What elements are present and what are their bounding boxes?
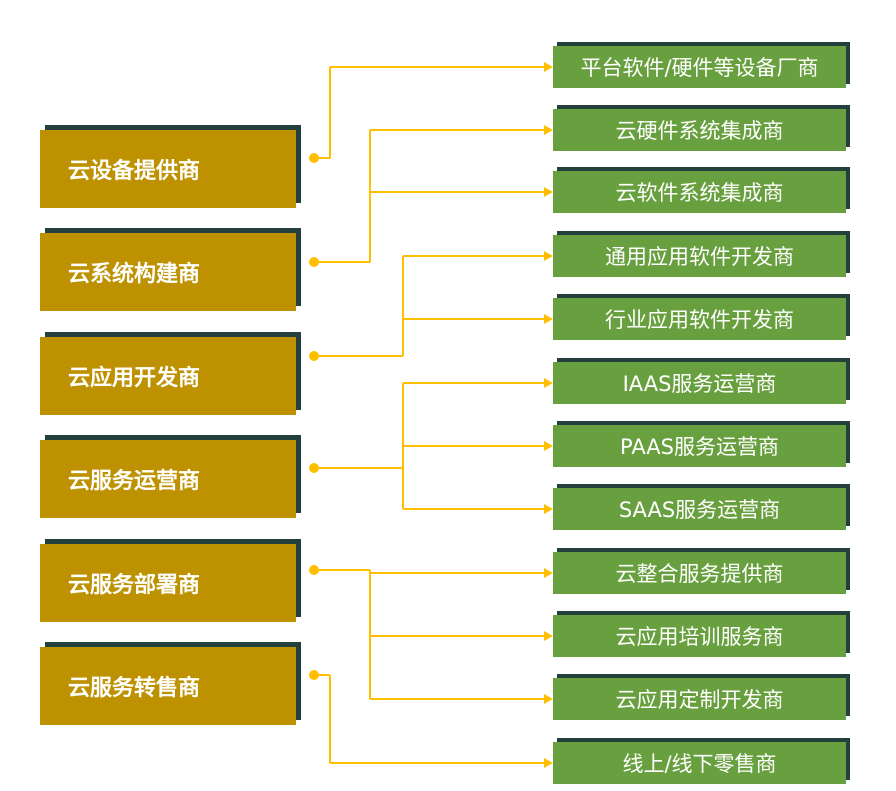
connector-dot-icon <box>309 670 319 680</box>
item-paas-operator: PAAS服务运营商 <box>553 425 846 467</box>
item-saas-operator: SAAS服务运营商 <box>553 488 846 530</box>
connector-dot-icon <box>309 351 319 361</box>
connector-dot-icon <box>309 463 319 473</box>
item-platform-device-vendor: 平台软件/硬件等设备厂商 <box>553 46 846 88</box>
item-online-offline-retailer: 线上/线下零售商 <box>553 742 846 784</box>
category-cloud-service-operator: 云服务运营商 <box>40 440 296 518</box>
item-label: 云硬件系统集成商 <box>615 119 784 143</box>
category-label: 云设备提供商 <box>68 159 201 184</box>
item-cloud-hardware-integrator: 云硬件系统集成商 <box>553 109 846 151</box>
category-label: 云服务部署商 <box>68 573 201 598</box>
arrowhead-icon <box>544 378 553 388</box>
category-label: 云服务运营商 <box>68 469 201 494</box>
arrowhead-icon <box>544 568 553 578</box>
arrowhead-icon <box>544 251 553 261</box>
arrowhead-icon <box>544 758 553 768</box>
arrowhead-icon <box>544 187 553 197</box>
item-cloud-software-integrator: 云软件系统集成商 <box>553 171 846 213</box>
item-label: 线上/线下零售商 <box>622 752 777 776</box>
item-label: SAAS服务运营商 <box>618 498 781 522</box>
item-label: 云应用定制开发商 <box>615 688 784 712</box>
arrowhead-icon <box>544 62 553 72</box>
category-cloud-device-provider: 云设备提供商 <box>40 130 296 208</box>
category-label: 云系统构建商 <box>68 262 201 287</box>
connector-dot-icon <box>309 565 319 575</box>
item-general-app-developer: 通用应用软件开发商 <box>553 235 846 277</box>
arrowhead-icon <box>544 441 553 451</box>
arrowhead-icon <box>544 504 553 514</box>
arrowhead-icon <box>544 694 553 704</box>
item-industry-app-developer: 行业应用软件开发商 <box>553 298 846 340</box>
connector-dot-icon <box>309 257 319 267</box>
arrowhead-icon <box>544 125 553 135</box>
item-label: IAAS服务运营商 <box>622 372 777 396</box>
connector-dot-icon <box>309 153 319 163</box>
category-cloud-service-reseller: 云服务转售商 <box>40 647 296 725</box>
category-cloud-service-deployer: 云服务部署商 <box>40 544 296 622</box>
item-label: 云应用培训服务商 <box>615 625 784 649</box>
arrowhead-icon <box>544 314 553 324</box>
item-iaas-operator: IAAS服务运营商 <box>553 362 846 404</box>
item-label: 云整合服务提供商 <box>615 562 784 586</box>
item-label: PAAS服务运营商 <box>620 435 779 459</box>
category-label: 云服务转售商 <box>68 676 201 701</box>
category-cloud-system-builder: 云系统构建商 <box>40 233 296 311</box>
item-label: 平台软件/硬件等设备厂商 <box>580 56 819 80</box>
item-integration-service-provider: 云整合服务提供商 <box>553 552 846 594</box>
item-label: 云软件系统集成商 <box>615 181 784 205</box>
category-label: 云应用开发商 <box>68 366 201 391</box>
item-label: 行业应用软件开发商 <box>605 308 794 332</box>
arrowhead-icon <box>544 631 553 641</box>
category-cloud-app-developer: 云应用开发商 <box>40 337 296 415</box>
item-custom-dev-provider: 云应用定制开发商 <box>553 678 846 720</box>
item-label: 通用应用软件开发商 <box>605 245 794 269</box>
item-training-service-provider: 云应用培训服务商 <box>553 615 846 657</box>
